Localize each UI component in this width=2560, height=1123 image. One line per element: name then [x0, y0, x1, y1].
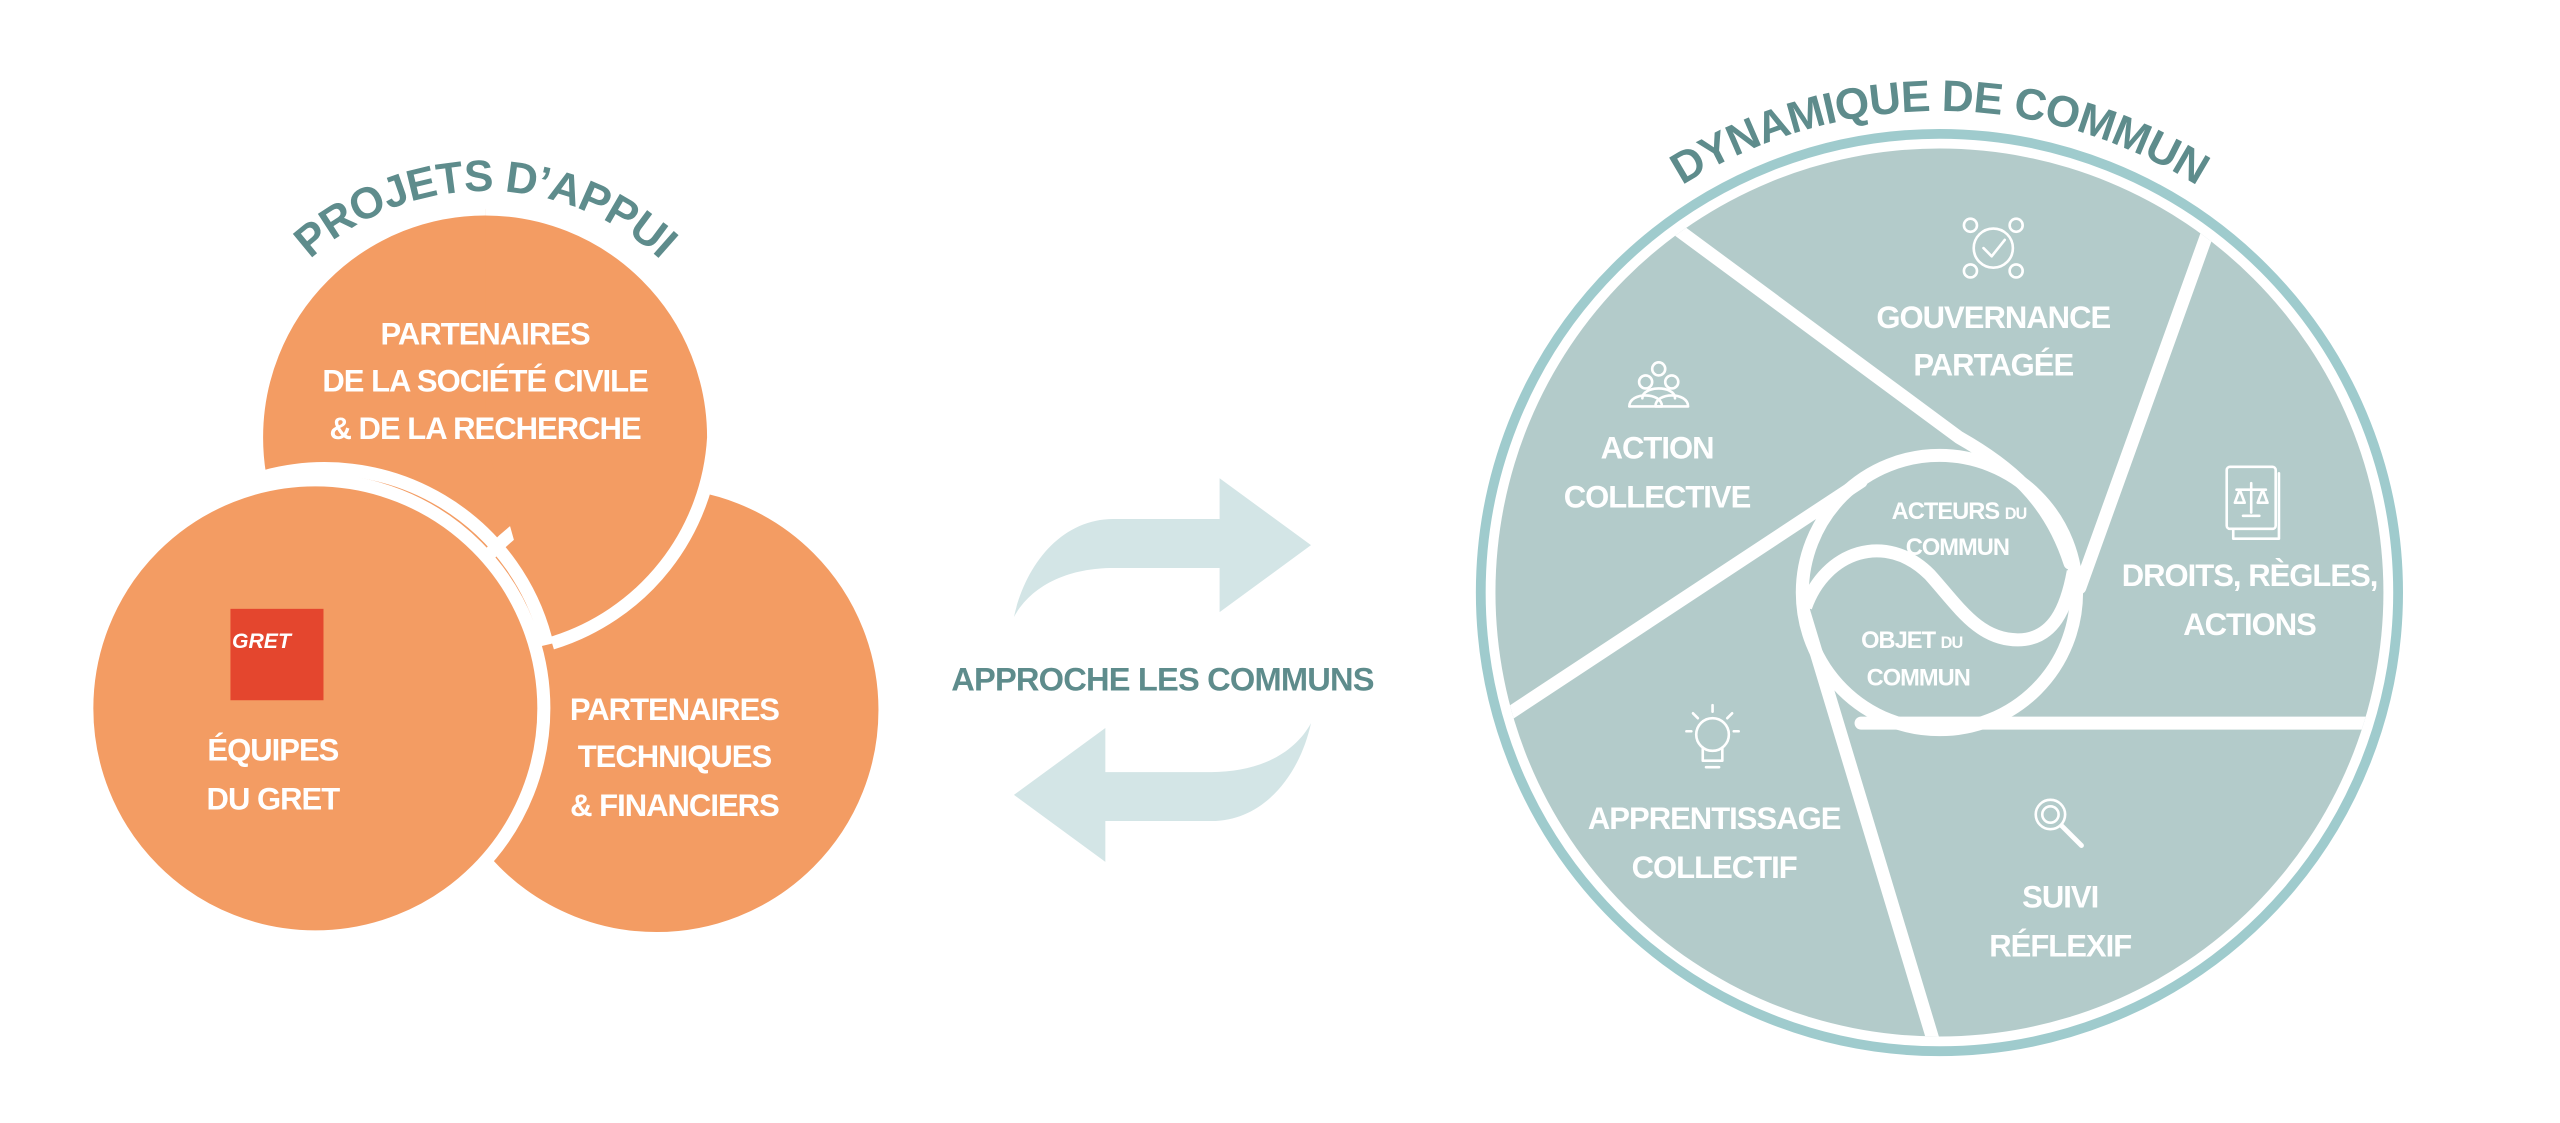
segment-droits-line1: DROITS, RÈGLES,: [2122, 558, 2378, 593]
center-circle: [1795, 448, 2084, 737]
exchange-arrows: APPROCHE LES COMMUNS: [951, 478, 1375, 862]
segment-action-line2: COLLECTIVE: [1564, 480, 1751, 515]
people-group-icon: [1627, 361, 1690, 408]
acteurs-label-line1: ACTEURS DU: [1892, 499, 2027, 525]
segment-gouvernance-line1: GOUVERNANCE: [1876, 300, 2110, 335]
segment-droits-line2: ACTIONS: [2183, 607, 2316, 642]
left-circle-line1: ÉQUIPES: [207, 733, 338, 768]
center-wave: [1799, 544, 2080, 647]
segment-action-line1: ACTION: [1601, 431, 1714, 466]
outer-ring: [1475, 128, 2403, 1057]
objet-label-line2: COMMUN: [1867, 666, 1970, 692]
arrow-left-icon: [1013, 723, 1312, 862]
right-circle-line2: TECHNIQUES: [578, 739, 772, 774]
segment-suivi-line2: RÉFLEXIF: [1989, 929, 2131, 964]
segment-gouvernance-line2: PARTAGÉE: [1913, 347, 2073, 382]
arrow-right-icon: [1013, 478, 1312, 617]
shared-governance-icon: [1962, 217, 2024, 279]
lightbulb-icon: [1685, 703, 1740, 769]
top-circle-line2: DE LA SOCIÉTÉ CIVILE: [322, 364, 648, 399]
right-circle-line1: PARTENAIRES: [570, 692, 779, 727]
left-circle-line2: DU GRET: [207, 782, 341, 817]
segment-apprentissage-line1: APPRENTISSAGE: [1588, 801, 1841, 836]
magnifier-icon: [2034, 798, 2084, 848]
top-circle-line3: & DE LA RECHERCHE: [329, 411, 640, 446]
segment-suivi-line1: SUIVI: [2022, 880, 2098, 915]
gret-logo: [230, 608, 324, 701]
acteurs-label-line2: COMMUN: [1906, 535, 2009, 561]
top-circle-line1: PARTENAIRES: [381, 316, 590, 351]
right-circle-line3: & FINANCIERS: [570, 788, 779, 823]
circle-equipes-gret: [80, 473, 551, 944]
segment-apprentissage-line2: COLLECTIF: [1632, 850, 1797, 885]
law-book-icon: [2225, 465, 2281, 540]
dynamique-commun-group: DYNAMIQUE DE COMMUN: [1475, 72, 2403, 1057]
objet-label-line1: OBJET DU: [1861, 628, 1962, 654]
projets-appui-group: PROJETS D’APPUI PARTENAIRES DE LA SOCIÉT…: [80, 152, 892, 946]
gret-logo-text: GRET: [232, 630, 293, 653]
approche-communs-label: APPROCHE LES COMMUNS: [951, 660, 1373, 697]
